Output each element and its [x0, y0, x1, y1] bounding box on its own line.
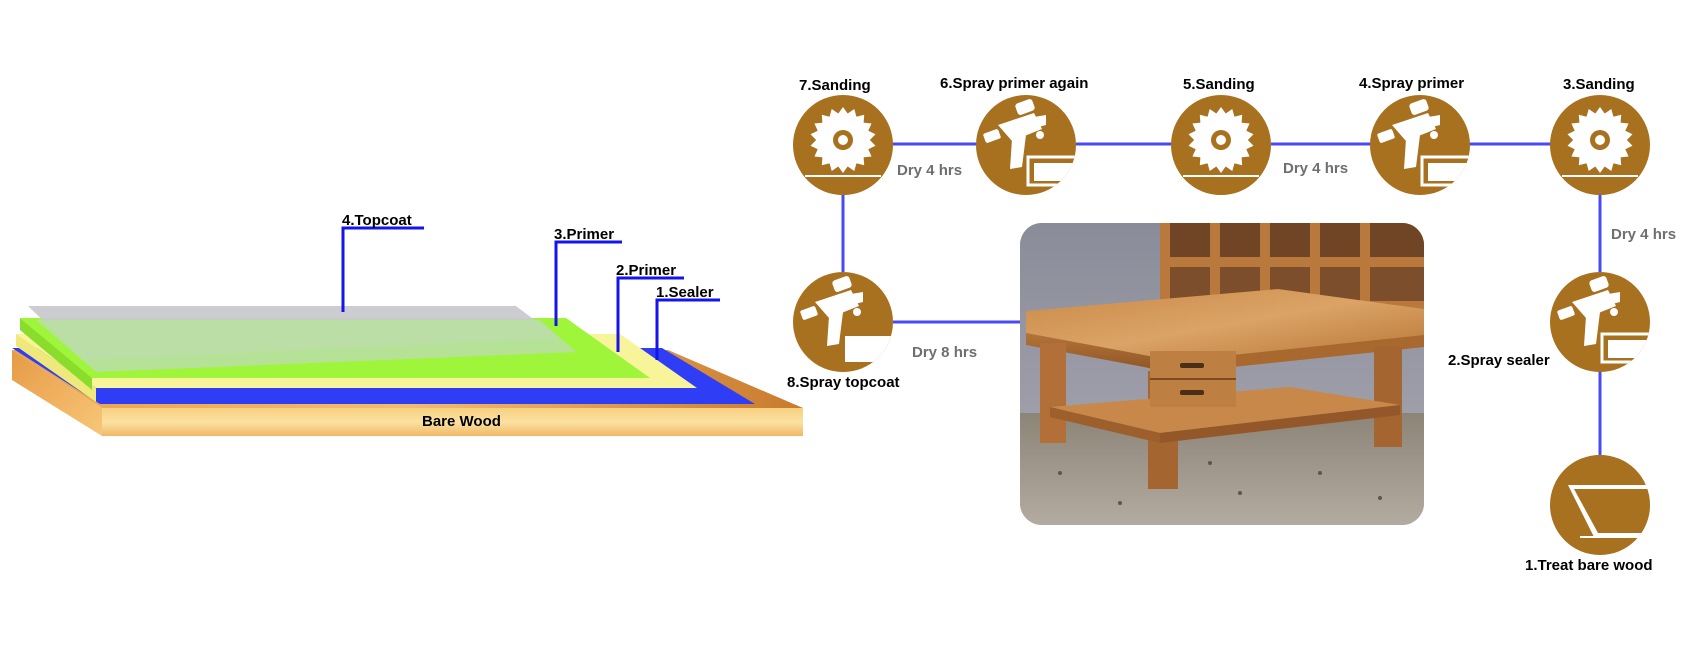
- step-2-node: [1550, 272, 1650, 372]
- step-5-label: 5.Sanding: [1183, 76, 1255, 93]
- saw-blade-icon: [793, 95, 893, 195]
- dry-after-primer-again: Dry 4 hrs: [897, 162, 962, 179]
- coffee-table-illustration: [1020, 223, 1424, 525]
- dry-after-sealer: Dry 4 hrs: [1611, 226, 1676, 243]
- saw-blade-icon: [1171, 95, 1271, 195]
- step-4-label: 4.Spray primer: [1359, 75, 1464, 92]
- step-8-label: 8.Spray topcoat: [787, 374, 900, 391]
- step-4-node: [1370, 95, 1470, 195]
- spray-gun-icon: [1370, 95, 1470, 195]
- step-2-label: 2.Spray sealer: [1448, 352, 1550, 369]
- spray-gun-icon: [1550, 272, 1650, 372]
- step-1-label: 1.Treat bare wood: [1525, 557, 1653, 574]
- dry-after-topcoat: Dry 8 hrs: [912, 344, 977, 361]
- step-3-node: [1550, 95, 1650, 195]
- saw-blade-icon: [1550, 95, 1650, 195]
- step-5-node: [1171, 95, 1271, 195]
- step-7-node: [793, 95, 893, 195]
- step-3-label: 3.Sanding: [1563, 76, 1635, 93]
- step-1-node: [1550, 455, 1650, 555]
- dry-after-primer: Dry 4 hrs: [1283, 160, 1348, 177]
- step-7-label: 7.Sanding: [799, 77, 871, 94]
- coffee-table-photo: [1020, 223, 1424, 525]
- treat-wood-icon: [1550, 455, 1650, 555]
- spray-gun-icon: [793, 272, 893, 372]
- step-6-label: 6.Spray primer again: [940, 75, 1088, 92]
- step-6-node: [976, 95, 1076, 195]
- step-8-node: [793, 272, 893, 372]
- spray-gun-icon: [976, 95, 1076, 195]
